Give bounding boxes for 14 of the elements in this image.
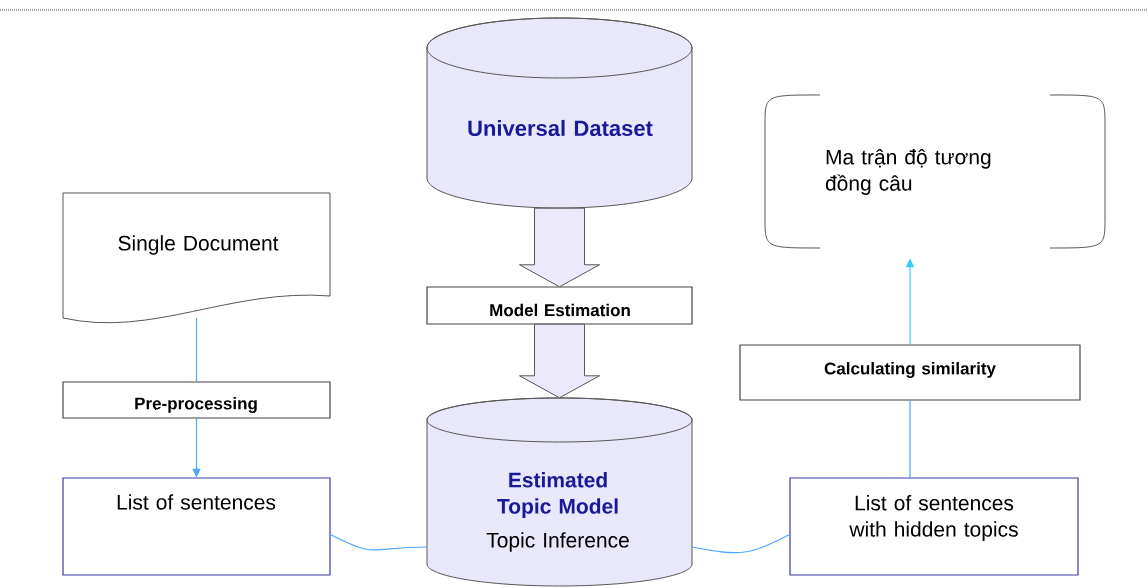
process-box: Pre-processing [62, 381, 331, 419]
block-arrow [519, 207, 600, 288]
process-box: Model Estimation [426, 286, 693, 325]
database-cylinder: Universal Dataset [426, 17, 693, 209]
connector-line [329, 533, 428, 551]
bracketed-box: Ma trận độ tương đồng câu [764, 94, 1106, 249]
database-cylinder: Estimated Topic Model Topic Inference [426, 397, 693, 587]
process-box: List of sentences [62, 477, 331, 576]
block-arrow [519, 323, 600, 399]
connector-line [195, 317, 198, 383]
connector-line [909, 399, 911, 479]
process-box: Calculating similarity [739, 344, 1081, 401]
connector-line [691, 533, 791, 554]
process-box: List of sentences with hidden topics [789, 477, 1079, 576]
